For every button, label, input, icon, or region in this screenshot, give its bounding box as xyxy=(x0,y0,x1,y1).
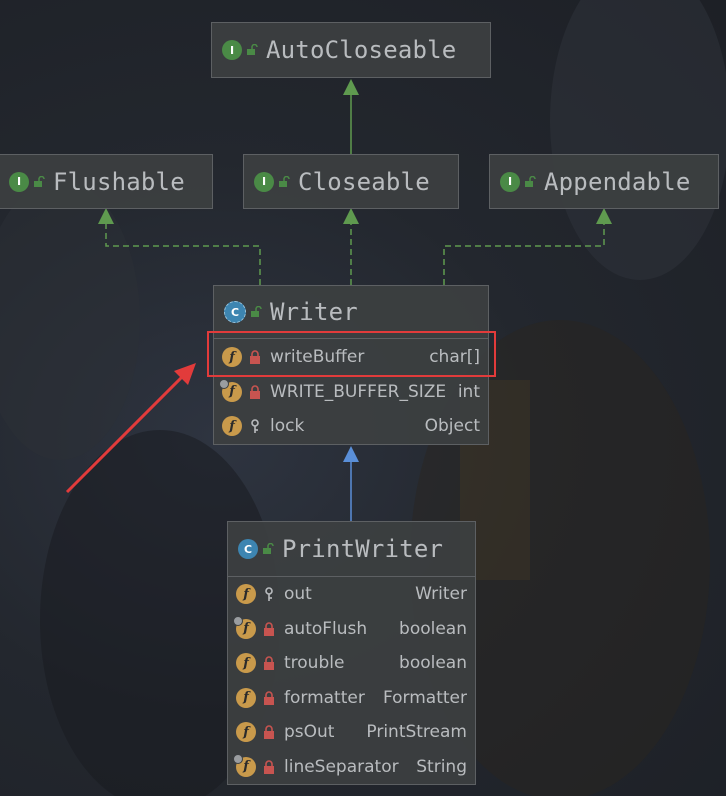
interface-icon: I xyxy=(500,171,520,192)
protected-key-icon xyxy=(251,419,259,434)
field-icon: f xyxy=(222,347,242,368)
private-lock-icon xyxy=(264,725,274,740)
node-appendable[interactable]: I Appendable xyxy=(489,154,719,209)
field-name: trouble xyxy=(284,653,345,674)
field-name: out xyxy=(284,584,312,605)
field-name: WRITE_BUFFER_SIZE xyxy=(270,381,447,402)
private-lock-icon xyxy=(264,760,274,774)
field-icon: f xyxy=(222,416,242,437)
field-list: f out Writer f autoFlush boolean f troub… xyxy=(228,576,475,784)
arrowhead-writer xyxy=(343,446,359,462)
highlight-box xyxy=(207,331,496,377)
field-icon: f xyxy=(236,722,256,743)
field-type: boolean xyxy=(399,618,467,639)
arrowhead-flushable xyxy=(98,208,114,224)
field-row-autoflush[interactable]: f autoFlush boolean xyxy=(228,612,475,647)
arrowhead-appendable xyxy=(596,208,612,224)
field-name: autoFlush xyxy=(284,618,368,639)
field-name: psOut xyxy=(284,722,335,743)
static-field-icon: f xyxy=(233,753,256,777)
field-type: Object xyxy=(424,416,480,437)
field-row-lineseparator[interactable]: f lineSeparator String xyxy=(228,750,475,785)
node-printwriter[interactable]: C PrintWriter f out Writer f autoFlush b… xyxy=(227,521,476,785)
field-type: char[] xyxy=(429,347,480,368)
field-icon: f xyxy=(236,653,256,674)
unlocked-icon xyxy=(525,175,536,187)
private-lock-icon xyxy=(264,656,274,671)
field-row-lock[interactable]: f lock Object xyxy=(214,409,488,444)
field-icon: f xyxy=(236,584,256,605)
field-icon: f xyxy=(236,687,256,708)
field-row-out[interactable]: f out Writer xyxy=(228,577,475,612)
node-flushable[interactable]: I Flushable xyxy=(0,154,213,209)
static-field-icon: f xyxy=(219,378,242,402)
field-type: String xyxy=(416,756,467,777)
field-name: writeBuffer xyxy=(270,347,365,368)
node-closeable[interactable]: I Closeable xyxy=(243,154,459,209)
unlocked-icon xyxy=(279,175,290,187)
field-name: lock xyxy=(270,416,305,437)
private-lock-icon xyxy=(250,385,260,399)
unlocked-icon xyxy=(251,306,262,317)
node-title: Flushable xyxy=(53,167,185,196)
node-title: Writer xyxy=(270,298,358,326)
edge-writer-appendable xyxy=(443,222,605,285)
node-title: Appendable xyxy=(544,167,691,196)
field-row-trouble[interactable]: f trouble boolean xyxy=(228,646,475,681)
private-lock-icon xyxy=(264,691,274,705)
field-type: Writer xyxy=(415,584,467,605)
field-list: f writeBuffer char[] f WRITE_BUFFER_SIZE… xyxy=(214,338,488,444)
edge-writer-flushable xyxy=(105,222,261,285)
red-pointer-arrow xyxy=(65,373,186,494)
unlocked-icon xyxy=(34,175,45,187)
field-row-formatter[interactable]: f formatter Formatter xyxy=(228,681,475,716)
field-row-write-buffer-size[interactable]: f WRITE_BUFFER_SIZE int xyxy=(214,375,488,410)
static-field-icon: f xyxy=(233,615,256,639)
node-title: PrintWriter xyxy=(282,535,444,563)
field-name: lineSeparator xyxy=(284,756,399,777)
field-type: boolean xyxy=(399,653,467,674)
unlocked-icon xyxy=(247,44,258,55)
arrowhead-autocloseable xyxy=(343,79,359,95)
class-icon: C xyxy=(238,539,258,559)
field-type: Formatter xyxy=(382,687,467,708)
field-name: formatter xyxy=(284,687,365,708)
field-type: PrintStream xyxy=(366,722,467,743)
field-row-psout[interactable]: f psOut PrintStream xyxy=(228,715,475,750)
protected-key-icon xyxy=(265,587,273,602)
field-row-writebuffer[interactable]: f writeBuffer char[] xyxy=(214,340,488,375)
interface-icon: I xyxy=(9,171,29,192)
node-autocloseable[interactable]: I AutoCloseable xyxy=(211,22,491,78)
field-type: int xyxy=(457,381,480,402)
node-title: AutoCloseable xyxy=(266,36,457,64)
interface-icon: I xyxy=(222,40,242,60)
private-lock-icon xyxy=(250,350,260,365)
node-title: Closeable xyxy=(298,167,430,196)
node-writer[interactable]: C Writer f writeBuffer char[] f WRITE_BU… xyxy=(213,285,489,445)
red-pointer-arrowhead xyxy=(174,363,196,385)
abstract-class-icon: C xyxy=(224,301,246,323)
private-lock-icon xyxy=(264,622,274,636)
unlocked-icon xyxy=(263,543,274,554)
arrowhead-closeable xyxy=(343,208,359,224)
interface-icon: I xyxy=(254,171,274,192)
